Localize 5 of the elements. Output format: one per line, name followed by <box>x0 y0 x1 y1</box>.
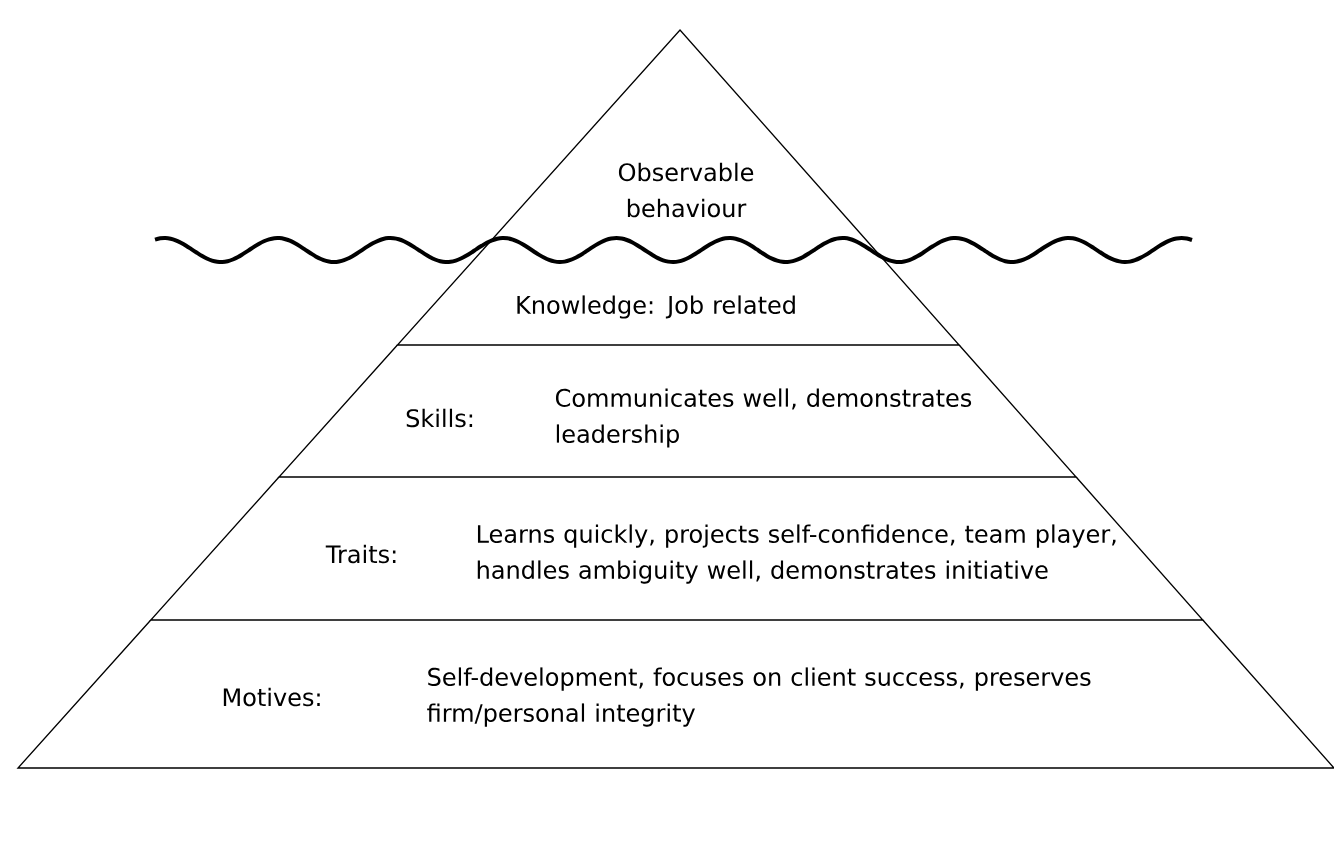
pyramid-band: Skills: Communicates well, demonstrates leadership <box>277 344 1078 478</box>
pyramid-band: Traits: Learns quickly, projects self-confidence, team player, handles ambiguity well, demonstrates initiative <box>149 476 1205 621</box>
pyramid-band: Knowledge: Job related <box>395 249 961 346</box>
pyramid-band: Observable behaviour <box>482 29 876 251</box>
pyramid-band: Motives: Self-development, focuses on client success, preserves firm/personal integrity <box>16 619 1334 769</box>
